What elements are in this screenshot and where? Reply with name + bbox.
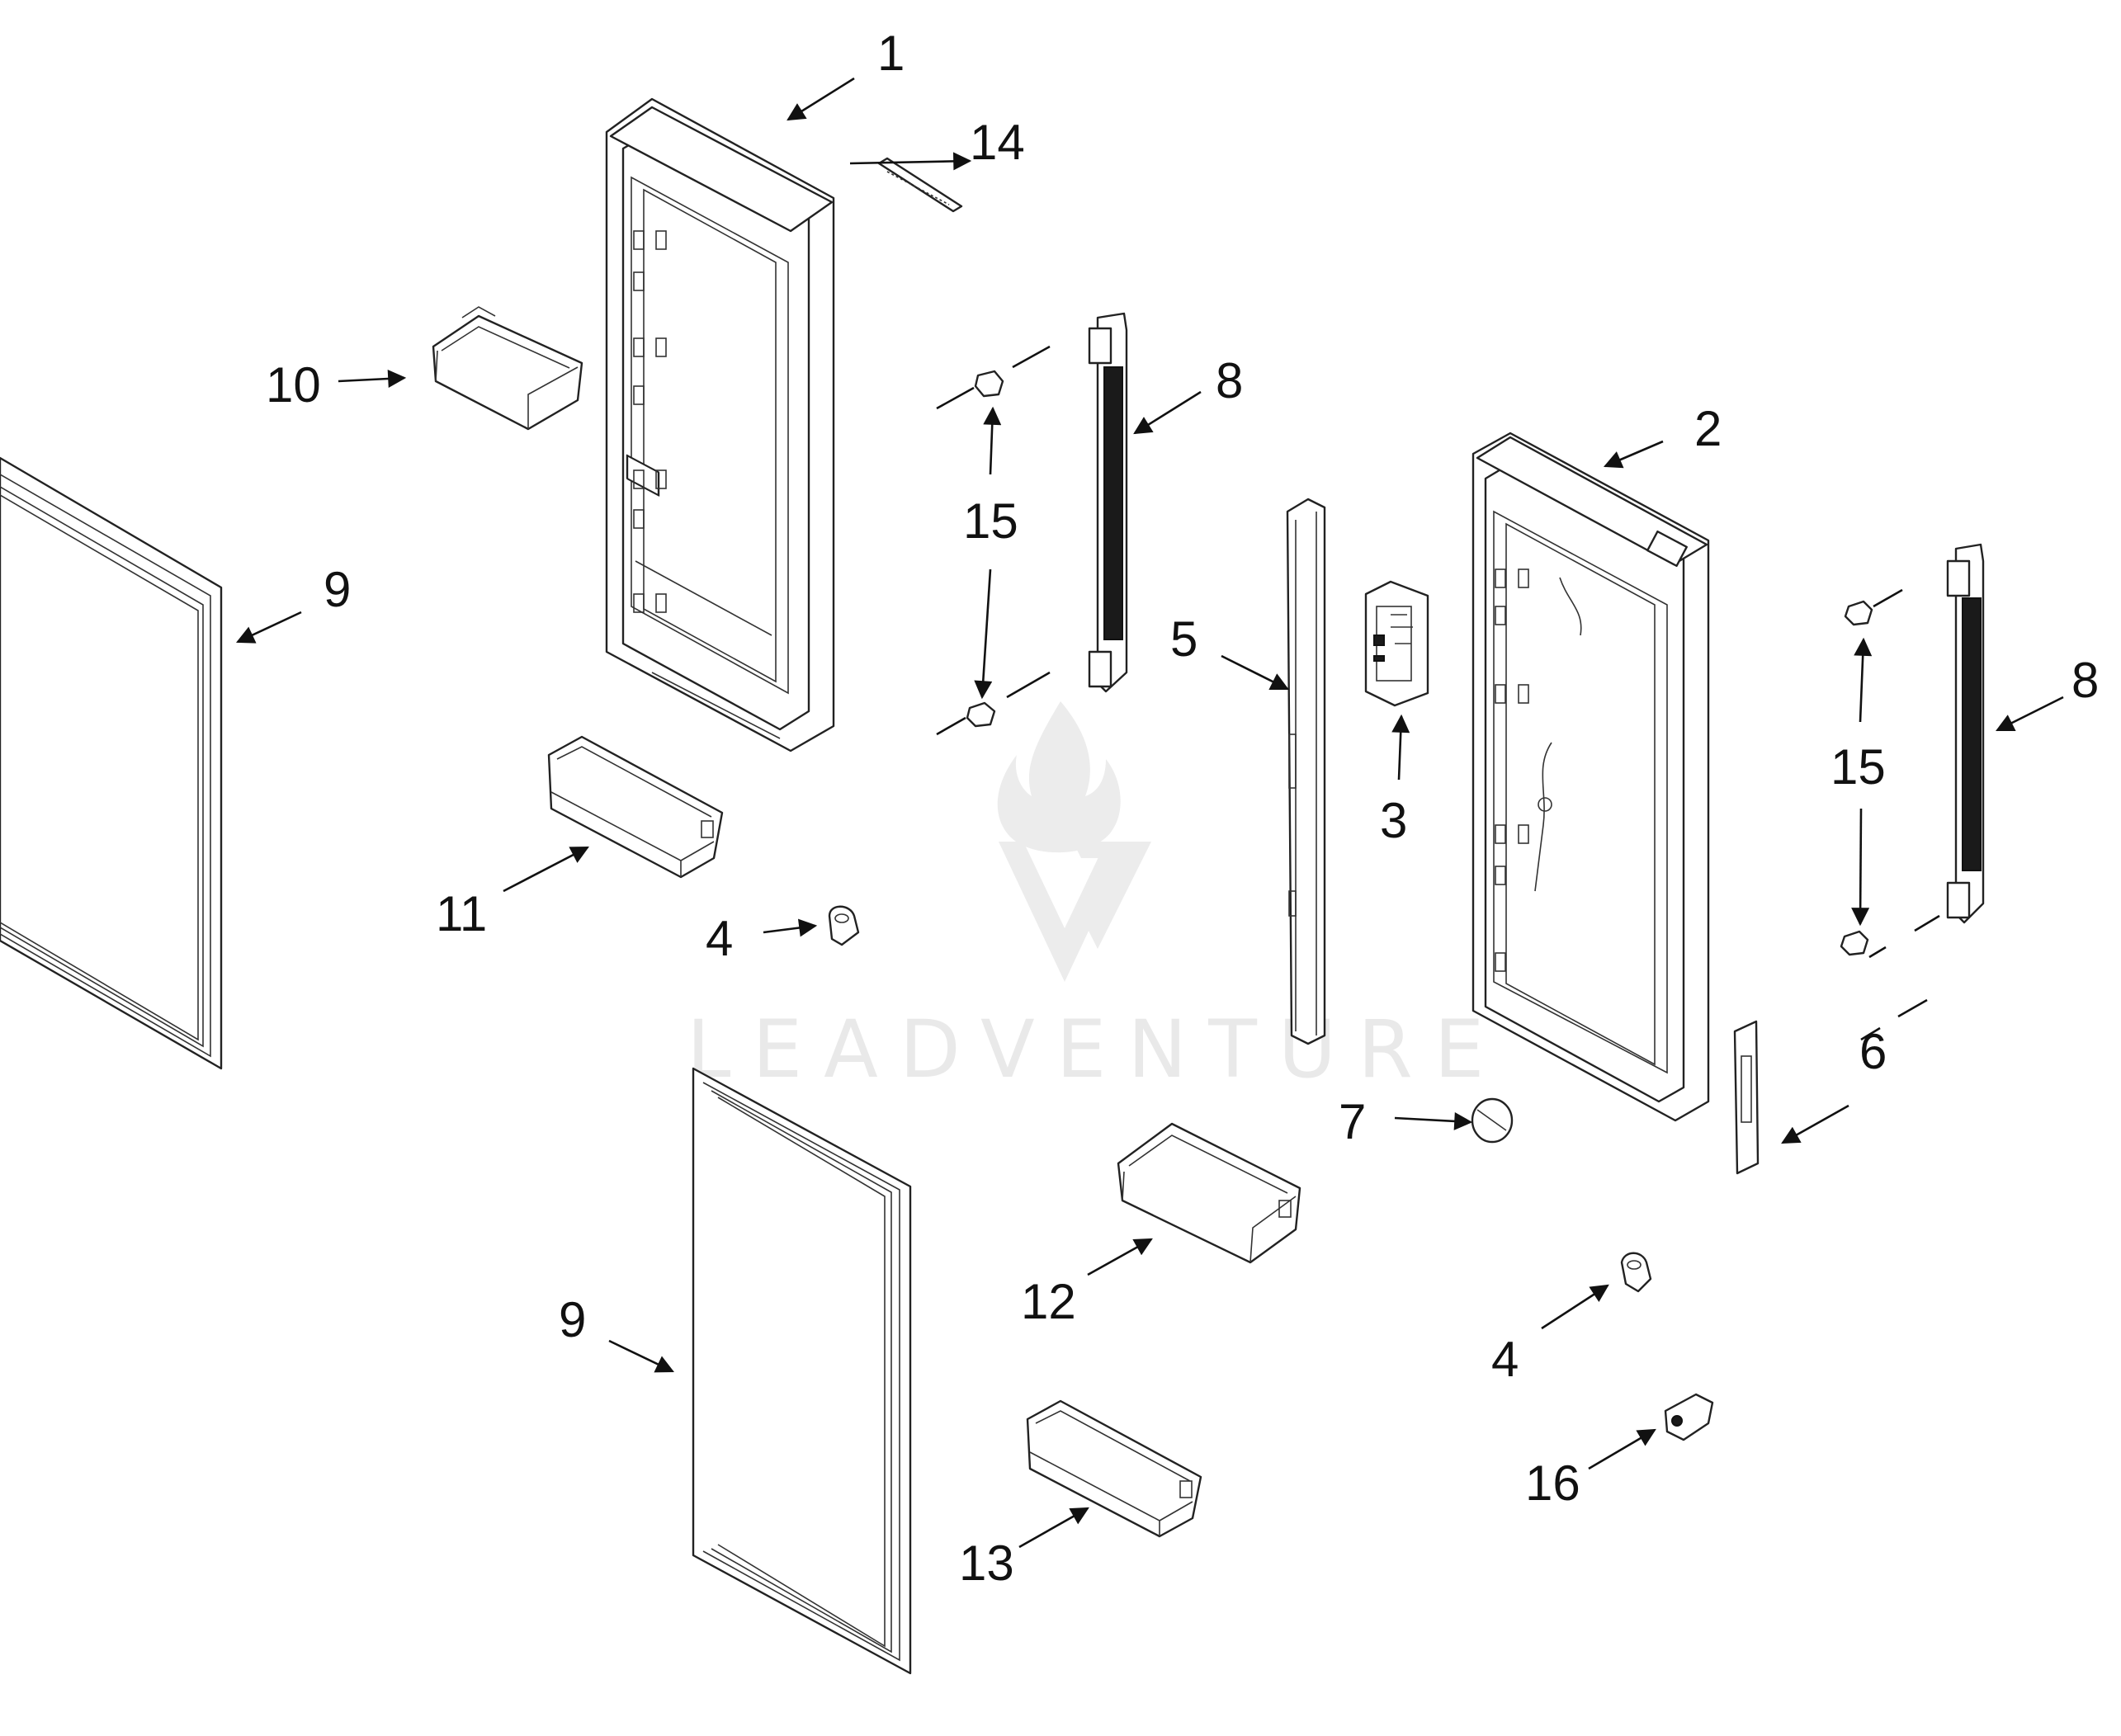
door-shelf-tabs-left <box>633 230 667 613</box>
flame-v-logo <box>997 701 1151 982</box>
callout-11: 11 <box>436 886 487 941</box>
handle-mounting-screws-right <box>1840 588 1940 1041</box>
callout-16: 16 <box>1525 1455 1580 1511</box>
door-handle-right <box>1946 543 1985 924</box>
door-shelf-tabs-right <box>1495 568 1529 972</box>
callout-labels: 1 14 10 8 15 9 2 5 3 8 15 11 4 6 7 12 9 … <box>266 26 2099 1591</box>
callout-13: 13 <box>959 1536 1014 1591</box>
arrow-9-left <box>236 611 302 644</box>
arrow-11 <box>503 846 589 893</box>
arrow-15-left-down <box>974 568 993 700</box>
arrow-4-right <box>1541 1284 1609 1330</box>
arrow-8-left <box>1133 390 1202 435</box>
door-bin-deep <box>1117 1122 1301 1264</box>
arrow-16 <box>1588 1428 1656 1470</box>
arrow-14 <box>849 152 972 171</box>
arrow-5 <box>1221 654 1289 691</box>
callout-15-right: 15 <box>1830 739 1886 795</box>
arrow-8-right <box>1996 696 2064 732</box>
arrow-15-left-up <box>983 406 1002 475</box>
door-label-strip <box>877 157 963 213</box>
arrow-9-right <box>608 1339 674 1373</box>
callout-10: 10 <box>266 357 321 413</box>
callout-2: 2 <box>1694 401 1722 456</box>
round-plug <box>1471 1097 1514 1144</box>
freezer-left-door-assembly <box>605 97 835 752</box>
leader-arrows <box>236 77 2064 1549</box>
callout-9-left: 9 <box>324 562 351 617</box>
arrow-13 <box>1018 1507 1089 1549</box>
arrow-2 <box>1603 440 1664 469</box>
arrow-15-right-down <box>1851 808 1870 927</box>
handle-mounting-screws-left <box>936 345 1051 736</box>
callout-1: 1 <box>877 26 905 81</box>
arrow-7 <box>1394 1111 1473 1130</box>
callout-15-left: 15 <box>963 493 1018 549</box>
door-stop-bushing <box>1664 1393 1714 1441</box>
callout-4-left: 4 <box>706 911 733 966</box>
hinge-clip-right <box>1620 1252 1652 1293</box>
arrow-12 <box>1087 1238 1153 1276</box>
callout-14: 14 <box>970 115 1025 170</box>
watermark: LEADVENTURE <box>687 701 1505 1096</box>
door-bin-shallow <box>1026 1399 1202 1538</box>
arrow-3 <box>1391 714 1410 781</box>
door-end-cap <box>1733 1020 1760 1175</box>
door-bin-small <box>432 306 583 431</box>
watermark-text: LEADVENTURE <box>687 1003 1505 1096</box>
arrow-10 <box>338 370 407 388</box>
door-handle-left <box>1088 312 1128 693</box>
callout-9-right: 9 <box>559 1292 586 1347</box>
right-door-assembly <box>1471 432 1710 1122</box>
callout-5: 5 <box>1170 611 1197 667</box>
control-board <box>1364 580 1429 707</box>
callout-6: 6 <box>1859 1024 1887 1079</box>
callout-4-right: 4 <box>1491 1332 1519 1387</box>
callout-8-left: 8 <box>1216 353 1243 408</box>
door-mullion <box>1286 498 1326 1045</box>
callout-7: 7 <box>1339 1094 1366 1149</box>
callout-12: 12 <box>1021 1274 1076 1329</box>
arrow-15-right-up <box>1854 637 1873 723</box>
callout-3: 3 <box>1380 793 1407 848</box>
door-gasket-left <box>0 456 223 1070</box>
hinge-clip-left <box>828 905 860 946</box>
door-bin-long <box>547 735 724 879</box>
arrow-6 <box>1781 1104 1849 1144</box>
arrow-1 <box>787 77 855 121</box>
arrow-4-left <box>763 918 818 937</box>
callout-8-right: 8 <box>2071 653 2099 708</box>
door-gasket-right <box>692 1067 912 1675</box>
